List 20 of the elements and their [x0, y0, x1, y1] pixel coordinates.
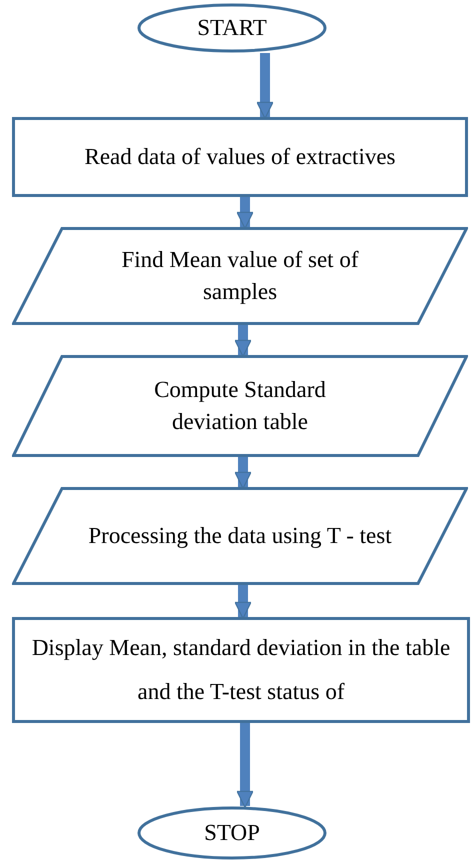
arrow	[234, 585, 252, 619]
data-parallelogram	[12, 355, 468, 457]
node-label: Processing the data using T - test	[88, 522, 392, 550]
node-label: Compute Standard deviation table	[153, 376, 327, 436]
node-label: Find Mean value of set of samples	[120, 246, 360, 306]
data-parallelogram	[12, 227, 468, 325]
process-box	[12, 617, 470, 723]
node-label: START	[197, 14, 267, 42]
terminal-ellipse	[137, 3, 327, 53]
arrow	[236, 197, 254, 229]
node-label: Read data of values of extractives	[84, 143, 396, 171]
arrow	[234, 325, 252, 357]
process-box	[12, 117, 468, 197]
node-label: STOP	[204, 819, 260, 847]
arrow	[236, 723, 254, 808]
node-label: Display Mean, standard deviation in the table and the T-test status of	[30, 634, 452, 706]
arrow	[256, 53, 274, 119]
arrow	[234, 457, 252, 489]
data-parallelogram	[12, 487, 468, 585]
terminal-ellipse	[137, 806, 327, 860]
